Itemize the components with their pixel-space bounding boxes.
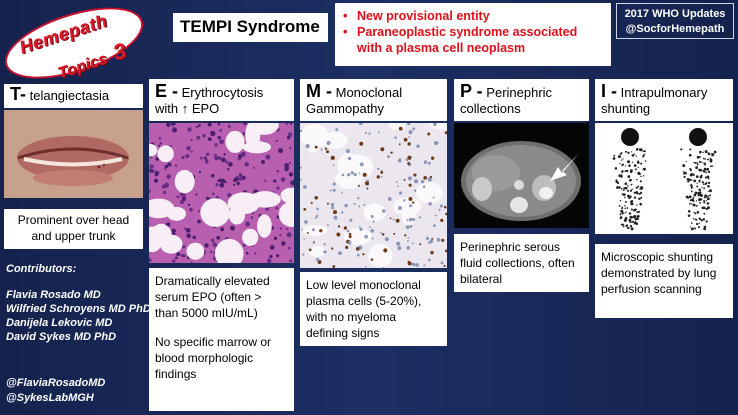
lips-photo [4, 110, 143, 198]
bullet-item: New provisional entity [343, 8, 605, 24]
arrow-icon [550, 153, 579, 181]
ct-scan-image [454, 123, 589, 228]
panel-t-header: T- telangiectasia [4, 84, 143, 108]
bullet-item: Paraneoplastic syndrome associated with … [343, 24, 605, 56]
panel-m-caption: Low level monoclonal plasma cells (5-20%… [300, 272, 447, 346]
who-updates-badge: 2017 WHO Updates @SocforHemepath [616, 3, 734, 39]
panel-p-header: P - Perinephric collections [454, 79, 589, 121]
marrow-histology-image [149, 123, 294, 263]
contributor-name: David Sykes MD PhD [6, 331, 117, 343]
panel-i-caption: Microscopic shunting demonstrated by lun… [595, 244, 733, 318]
handle-link[interactable]: @SykesLabMGH [6, 392, 94, 404]
panel-p-caption: Perinephric serous fluid collections, of… [454, 234, 589, 292]
panel-m-header: M - Monoclonal Gammopathy [300, 79, 447, 121]
perfusion-scan-image [595, 123, 733, 234]
contributors-list: Contributors: Flavia Rosado MD Wilfried … [6, 263, 151, 343]
panel-e-header: E - Erythrocytosis with ↑ EPO [149, 79, 294, 121]
twitter-handles: @FlaviaRosadoMD @SykesLabMGH [6, 376, 105, 406]
page-title: TEMPI Syndrome [173, 13, 328, 42]
contributor-name: Wilfried Schroyens MD PhD [6, 303, 151, 315]
panel-i-header: I - Intrapulmonary shunting [595, 79, 733, 121]
summary-bullets: New provisional entity Paraneoplastic sy… [335, 3, 611, 66]
panel-t-caption: Prominent over head and upper trunk [4, 209, 143, 249]
contributor-name: Danijela Lekovic MD [6, 317, 113, 329]
panel-e-caption: Dramatically elevated serum EPO (often >… [149, 268, 294, 411]
cd138-stain-image [300, 123, 447, 268]
contributor-name: Flavia Rosado MD [6, 289, 101, 301]
handle-link[interactable]: @FlaviaRosadoMD [6, 377, 106, 389]
